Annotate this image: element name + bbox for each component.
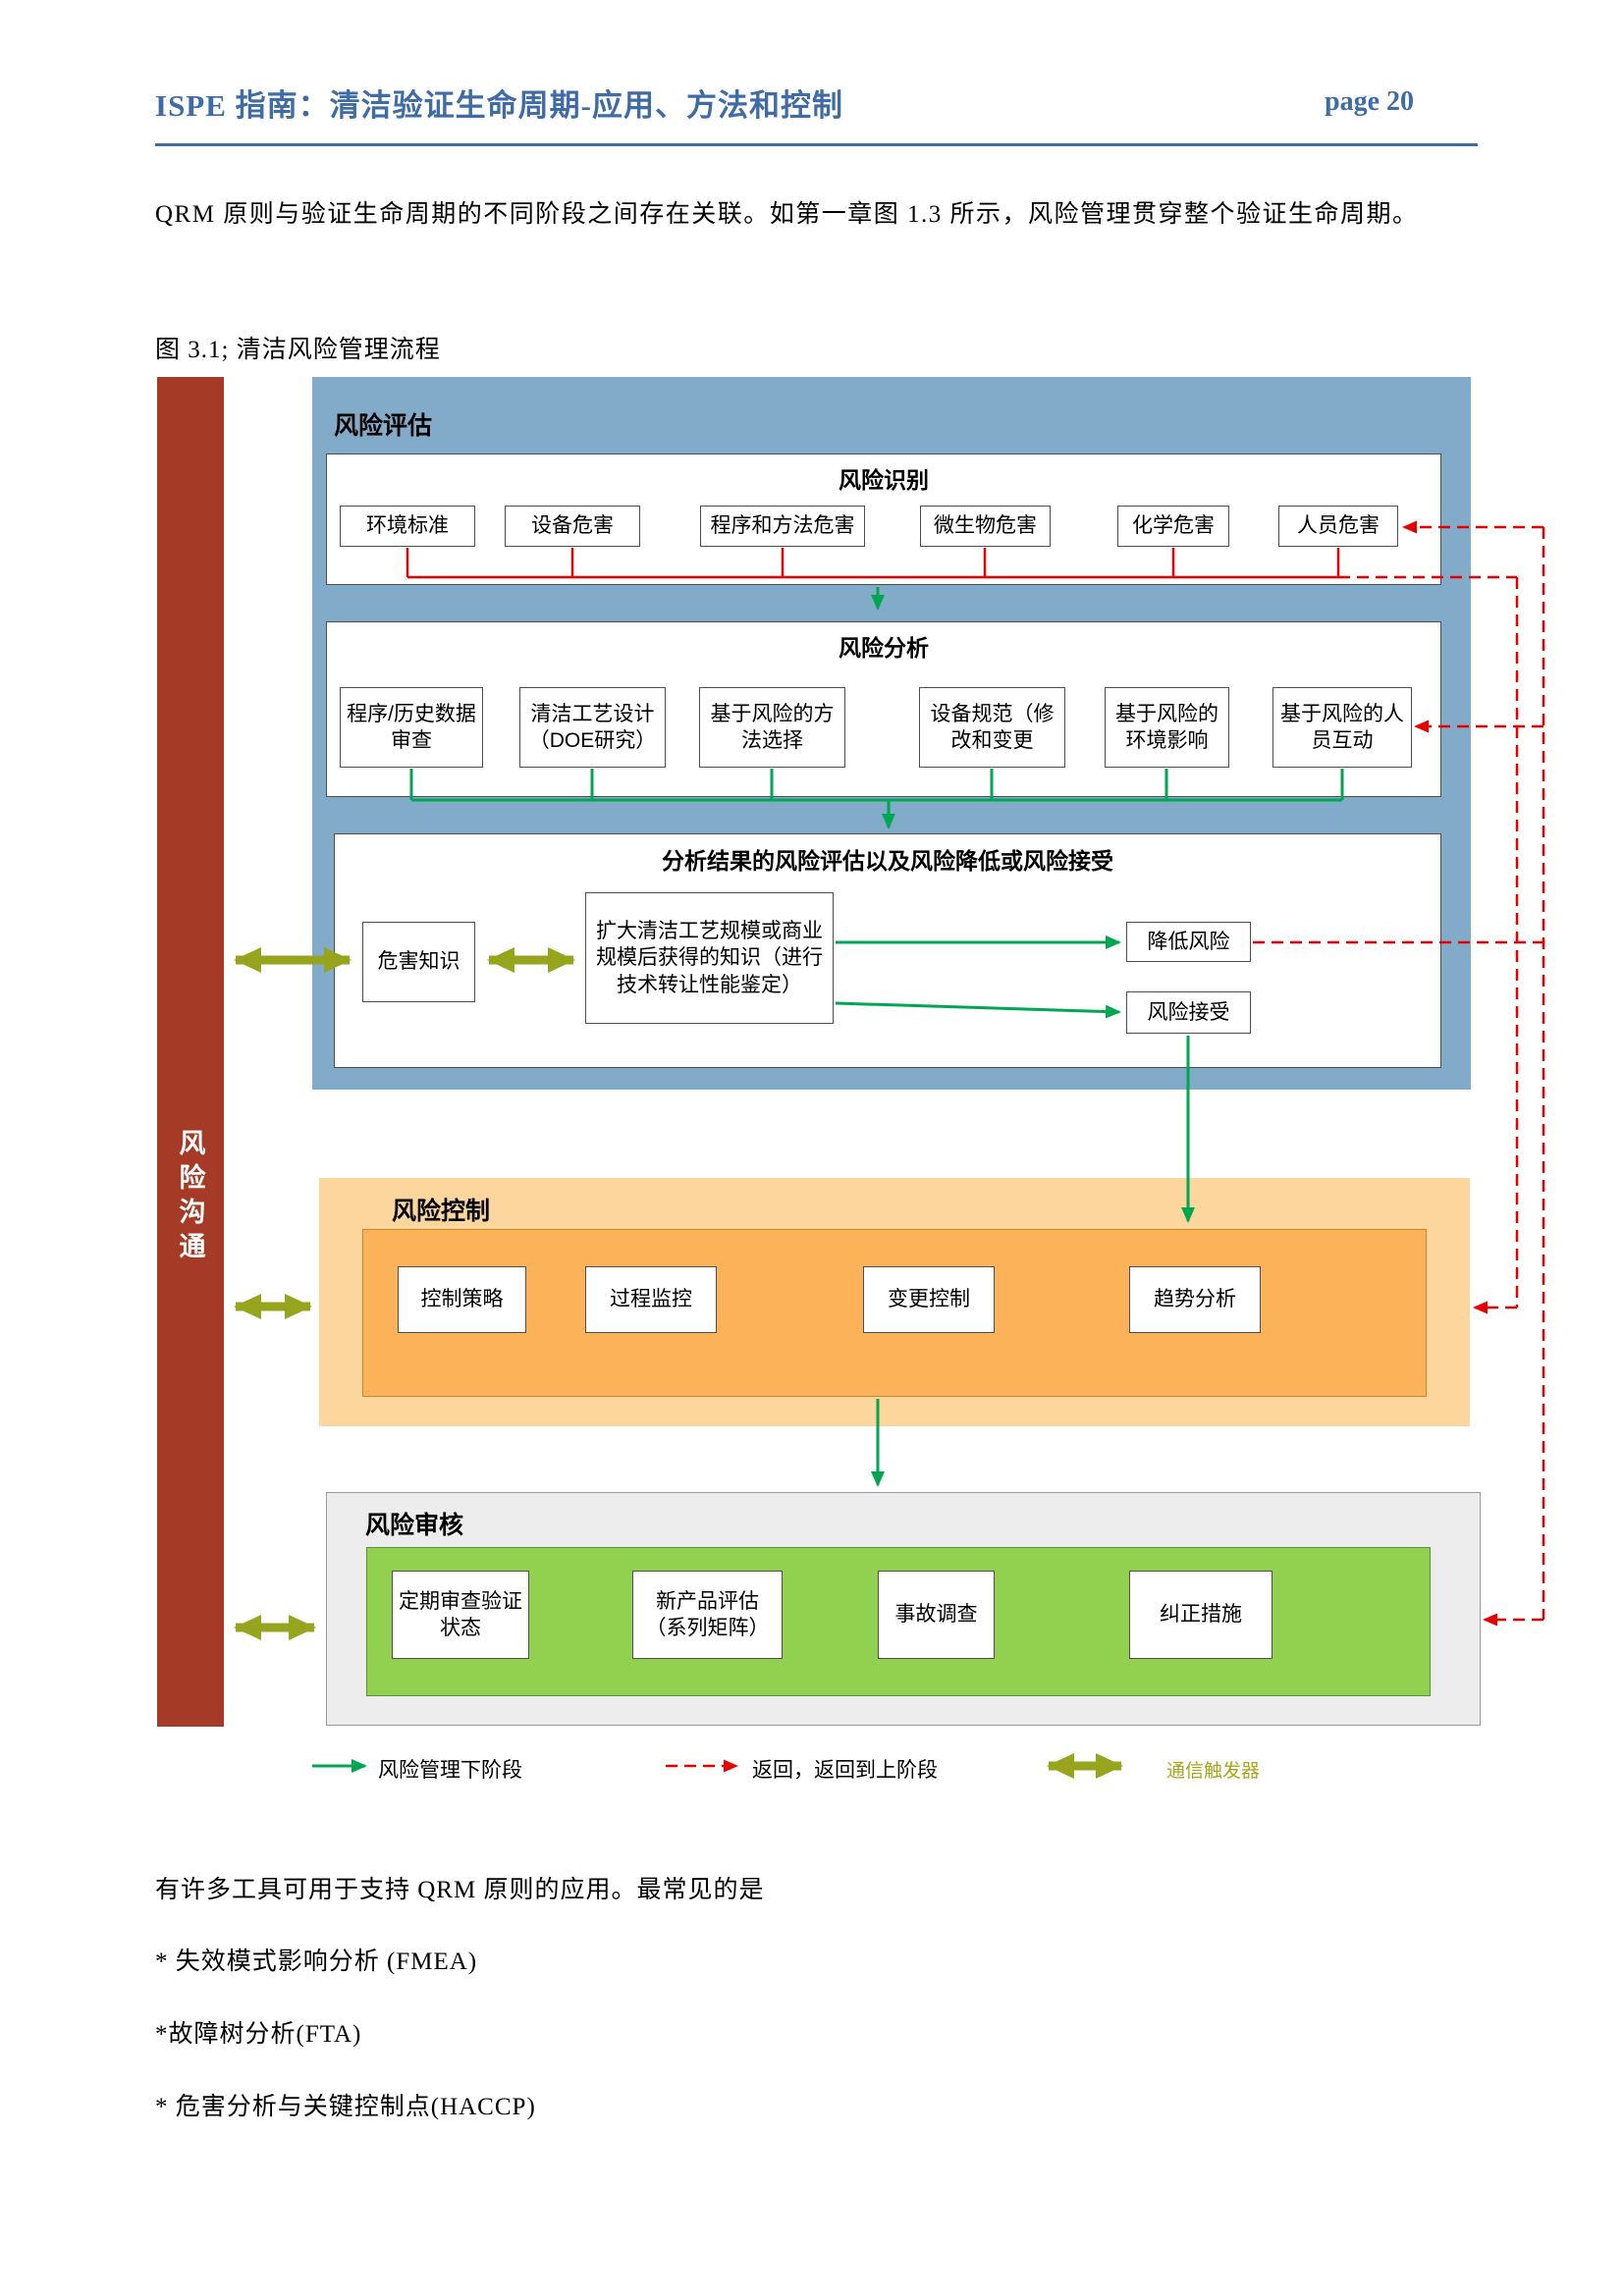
- control-box-monitoring: 过程监控: [585, 1266, 717, 1333]
- control-box-change: 变更控制: [863, 1266, 995, 1333]
- risk-communication-label-wrap: 风险沟通: [157, 1129, 224, 1266]
- legend-next-stage-label: 风险管理下阶段: [378, 1759, 522, 1782]
- risk-communication-label: 风险沟通: [175, 1129, 205, 1266]
- risk-communication-bar: [157, 377, 224, 1727]
- hazard-knowledge-box: 危害知识: [362, 922, 475, 1002]
- analysis-box-history-data: 程序/历史数据审查: [340, 687, 483, 768]
- tool-item-haccp: * 危害分析与关键控制点(HACCP): [155, 2094, 536, 2120]
- tools-intro: 有许多工具可用于支持 QRM 原则的应用。最常见的是: [155, 1877, 765, 1903]
- risk-review-label: 风险审核: [365, 1512, 464, 1539]
- analysis-box-personnel-interaction: 基于风险的人员互动: [1272, 687, 1412, 768]
- analysis-box-equipment-spec: 设备规范（修改和变更: [919, 687, 1065, 768]
- risk-analysis-box: [326, 621, 1441, 797]
- legend-return-label: 返回，返回到上阶段: [752, 1759, 938, 1782]
- review-box-corrective: 纠正措施: [1129, 1571, 1272, 1659]
- tool-item-fmea: * 失效模式影响分析 (FMEA): [155, 1949, 478, 1975]
- hazard-box-environment: 环境标准: [340, 506, 475, 547]
- review-box-new-product: 新产品评估（系列矩阵）: [632, 1571, 783, 1659]
- risk-assessment-label: 风险评估: [334, 412, 433, 440]
- control-box-trend: 趋势分析: [1129, 1266, 1261, 1333]
- analysis-box-method-selection: 基于风险的方法选择: [699, 687, 845, 768]
- hazard-box-chemical: 化学危害: [1117, 506, 1229, 547]
- hazard-box-procedure: 程序和方法危害: [700, 506, 865, 547]
- page-number: page 20: [1325, 86, 1414, 117]
- hazard-box-equipment: 设备危害: [505, 506, 640, 547]
- legend-communication-label: 通信触发器: [1166, 1761, 1261, 1782]
- scale-up-knowledge-box: 扩大清洁工艺规模或商业规模后获得的知识（进行技术转让性能鉴定）: [585, 892, 834, 1024]
- hazard-box-microbial: 微生物危害: [920, 506, 1051, 547]
- analysis-box-environment-impact: 基于风险的环境影响: [1105, 687, 1229, 768]
- tool-item-fta: *故障树分析(FTA): [155, 2021, 362, 2048]
- risk-acceptance-box: 风险接受: [1126, 991, 1251, 1034]
- figure-caption: 图 3.1; 清洁风险管理流程: [155, 337, 441, 363]
- page-title: ISPE 指南：清洁验证生命周期-应用、方法和控制: [155, 88, 843, 123]
- review-box-periodic: 定期审查验证状态: [392, 1571, 529, 1659]
- review-box-incident: 事故调查: [878, 1571, 995, 1659]
- risk-identification-title: 风险识别: [839, 467, 929, 493]
- risk-analysis-title: 风险分析: [839, 635, 929, 661]
- control-box-strategy: 控制策略: [398, 1266, 526, 1333]
- risk-evaluation-title: 分析结果的风险评估以及风险降低或风险接受: [662, 848, 1113, 874]
- risk-control-label: 风险控制: [392, 1198, 491, 1225]
- analysis-box-doe: 清洁工艺设计（DOE研究）: [519, 687, 666, 768]
- header-rule: [155, 143, 1478, 146]
- intro-paragraph: QRM 原则与验证生命周期的不同阶段之间存在关联。如第一章图 1.3 所示，风险…: [155, 201, 1419, 228]
- risk-reduction-box: 降低风险: [1126, 922, 1251, 962]
- hazard-box-personnel: 人员危害: [1278, 506, 1398, 547]
